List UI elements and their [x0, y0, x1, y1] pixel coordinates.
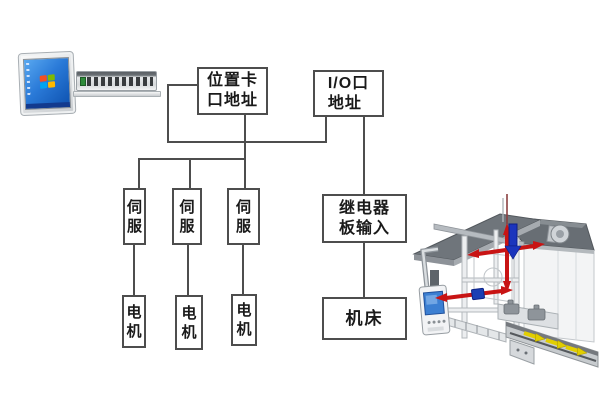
box-servo-3: 伺 服	[227, 188, 260, 245]
box-position-card-address: 位置卡 口地址	[197, 67, 268, 115]
monitor-screen	[22, 57, 72, 110]
red-axis-arrow-icon	[435, 223, 545, 302]
yellow-arrow-icon	[523, 331, 588, 356]
taskbar	[25, 102, 71, 109]
blue-spindle-icon	[471, 194, 522, 301]
panel-pc-monitor	[17, 50, 77, 117]
box-servo-2: 伺 服	[172, 188, 202, 245]
box-motor-3: 电 机	[231, 294, 257, 346]
box-motor-2: 电 机	[175, 295, 203, 350]
windows-logo-icon	[39, 74, 56, 89]
io-ports-icon	[87, 77, 153, 86]
panel-pc-tray	[73, 91, 161, 97]
box-motor-1: 电 机	[122, 295, 146, 348]
control-pendant	[418, 284, 451, 336]
machine-3d-illustration	[412, 194, 599, 368]
spindle-motor	[546, 224, 570, 244]
power-connector-icon	[80, 77, 86, 86]
panel-pc-side-view	[73, 71, 161, 99]
pendant-mount	[430, 270, 439, 286]
box-io-port-address: I/O口 地址	[313, 70, 384, 117]
panel-pc-chassis	[76, 71, 157, 91]
box-servo-1: 伺 服	[123, 188, 146, 245]
workpiece-fixtures	[503, 299, 546, 321]
desktop-icons	[26, 62, 31, 97]
box-machine-tool: 机床	[322, 297, 407, 340]
box-relay-board-input: 继电器 板输入	[322, 194, 407, 243]
monitor-bezel	[17, 50, 77, 117]
